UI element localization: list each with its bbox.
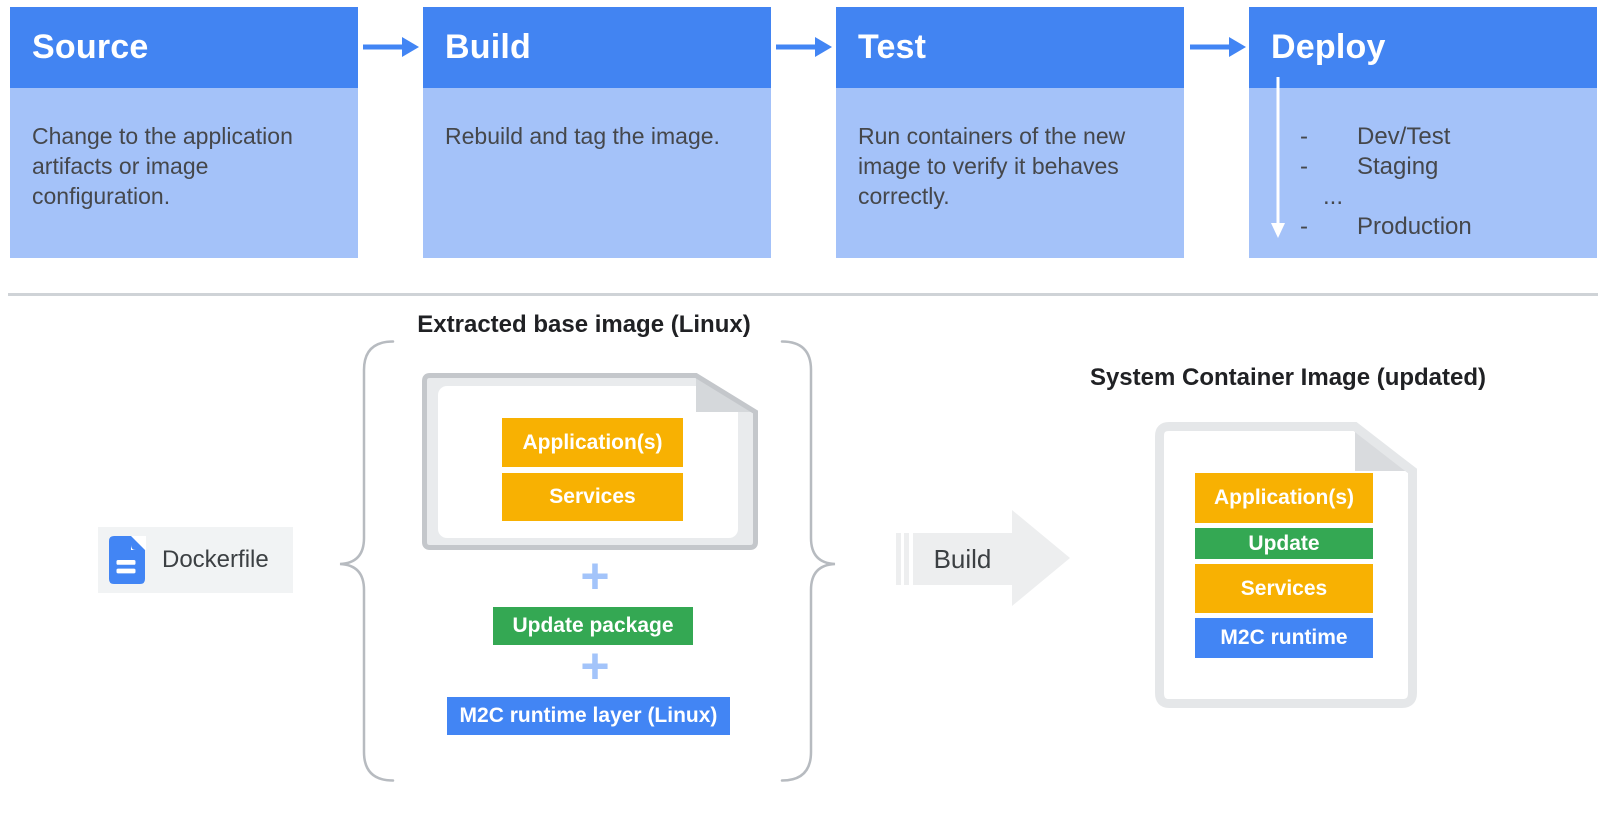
m2c-runtime-layer: M2C runtime layer (Linux) [447,697,730,735]
stage-build: Build Rebuild and tag the image. [423,7,771,258]
bullet-dash [1300,182,1323,212]
stage-source-description: Change to the application artifacts or i… [32,123,293,209]
bullet-dash: - [1300,213,1308,240]
arrow-right-icon [363,37,419,57]
deploy-environment-item: ... [1300,182,1472,212]
plus-icon: + [580,638,610,694]
bullet-dash: - [1300,153,1308,180]
down-arrow-icon [1271,77,1285,238]
deploy-environment-list: - Dev/Test - Staging ... - Production [1300,122,1472,242]
build-arrow-label: Build [933,543,992,574]
deploy-environment-item: - Dev/Test [1300,122,1472,152]
stage-deploy-title: Deploy [1249,7,1597,88]
stage-source-body: Change to the application artifacts or i… [10,88,358,258]
system-container-image-title: System Container Image (updated) [1089,364,1487,391]
arrow-right-icon [776,37,832,57]
deploy-environment-label: ... [1323,183,1344,210]
stage-build-title: Build [423,7,771,88]
stage-deploy-body [1249,88,1597,258]
left-brace-icon [339,340,395,782]
arrow-right-icon [1190,37,1246,57]
stage-build-body: Rebuild and tag the image. [423,88,771,258]
result-layer-update: Update [1195,528,1373,559]
stage-test-body: Run containers of the new image to verif… [836,88,1184,258]
stage-test-title: Test [836,7,1184,88]
bullet-dash: - [1300,123,1308,150]
stage-source: Source Change to the application artifac… [10,7,358,258]
result-layer-m2c-runtime: M2C runtime [1195,618,1373,658]
result-layer-applications: Application(s) [1195,473,1373,523]
base-layer-applications: Application(s) [502,418,683,467]
stage-source-title: Source [10,7,358,88]
stage-test-description: Run containers of the new image to verif… [858,123,1126,209]
file-document-icon [109,536,146,584]
section-divider [8,293,1598,296]
stage-deploy: Deploy - Dev/Test - Staging ... - Produc… [1249,7,1597,258]
deploy-environment-item: - Production [1300,212,1472,242]
deploy-environment-label: Production [1357,213,1472,240]
base-layer-services: Services [502,473,683,521]
dockerfile-chip: Dockerfile [98,527,293,593]
extracted-base-image-title: Extracted base image (Linux) [417,311,751,338]
stage-test: Test Run containers of the new image to … [836,7,1184,258]
deploy-environment-item: - Staging [1300,152,1472,182]
stage-build-description: Rebuild and tag the image. [445,123,720,149]
right-brace-icon [780,340,836,782]
result-layer-services: Services [1195,564,1373,613]
big-right-arrow-icon [896,510,1070,606]
deploy-environment-label: Dev/Test [1357,123,1451,150]
update-package-layer: Update package [493,607,693,645]
plus-icon: + [580,548,610,604]
dockerfile-label: Dockerfile [162,546,269,573]
deploy-environment-label: Staging [1357,153,1439,180]
